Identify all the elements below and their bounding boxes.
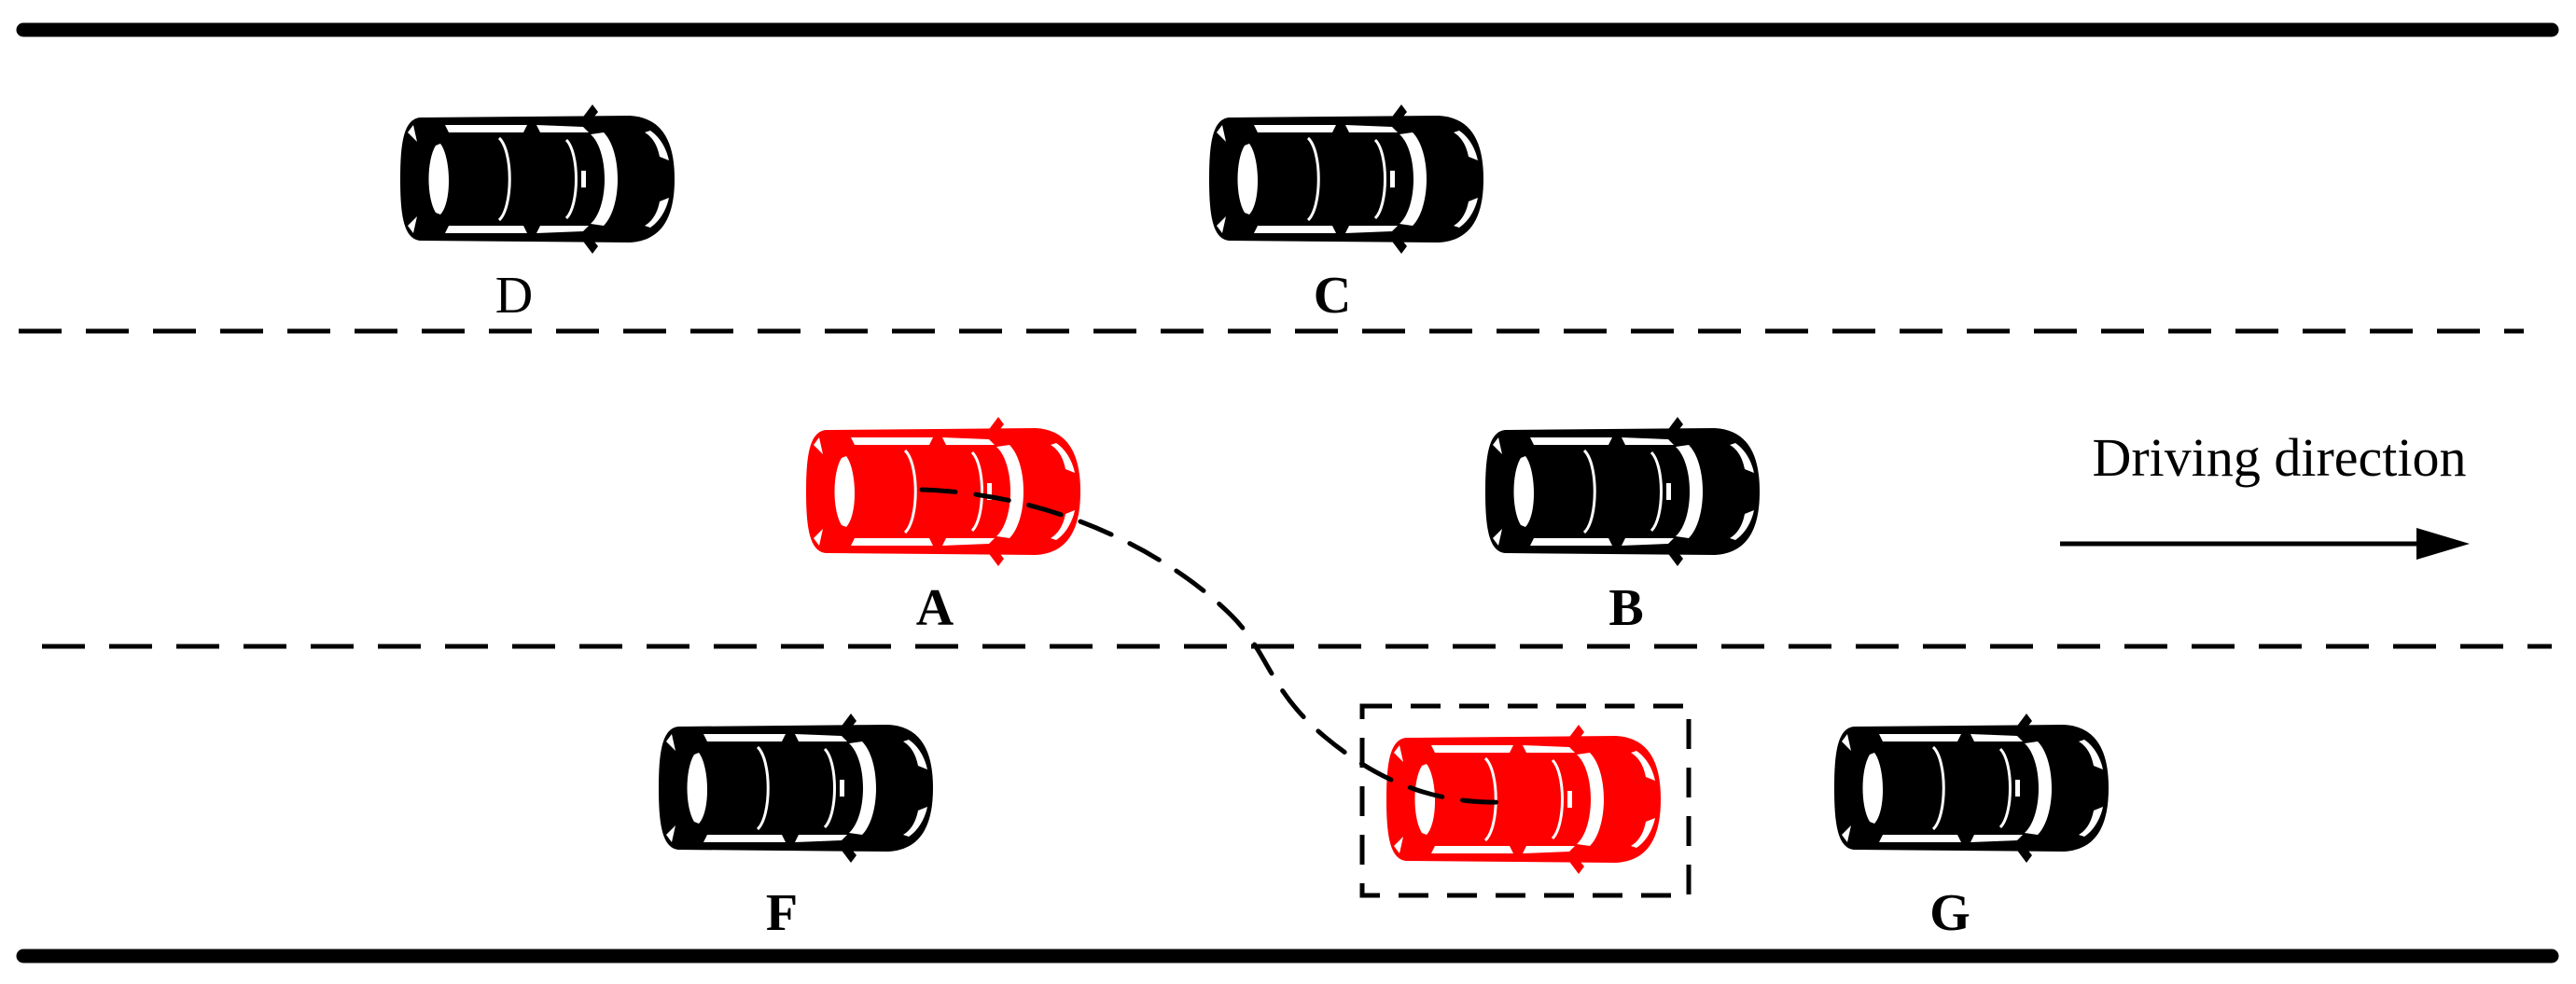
car-label-c: C [1314, 267, 1351, 325]
car-g [1832, 712, 2110, 865]
car-label-g: G [1929, 884, 1970, 942]
target-position-box [1359, 703, 1692, 898]
driving-direction-arrow [2060, 528, 2470, 560]
car-label-a: A [916, 579, 954, 637]
driving-direction-label: Driving direction [2092, 427, 2466, 488]
car-label-d: D [495, 267, 533, 325]
car-b [1483, 415, 1761, 568]
lane-change-trajectory [919, 487, 1507, 805]
car-label-f: F [766, 884, 798, 942]
car-c [1207, 103, 1485, 256]
car-a-target [1385, 723, 1663, 876]
car-d [398, 103, 676, 256]
car-label-b: B [1608, 579, 1643, 637]
car-f [657, 712, 935, 865]
